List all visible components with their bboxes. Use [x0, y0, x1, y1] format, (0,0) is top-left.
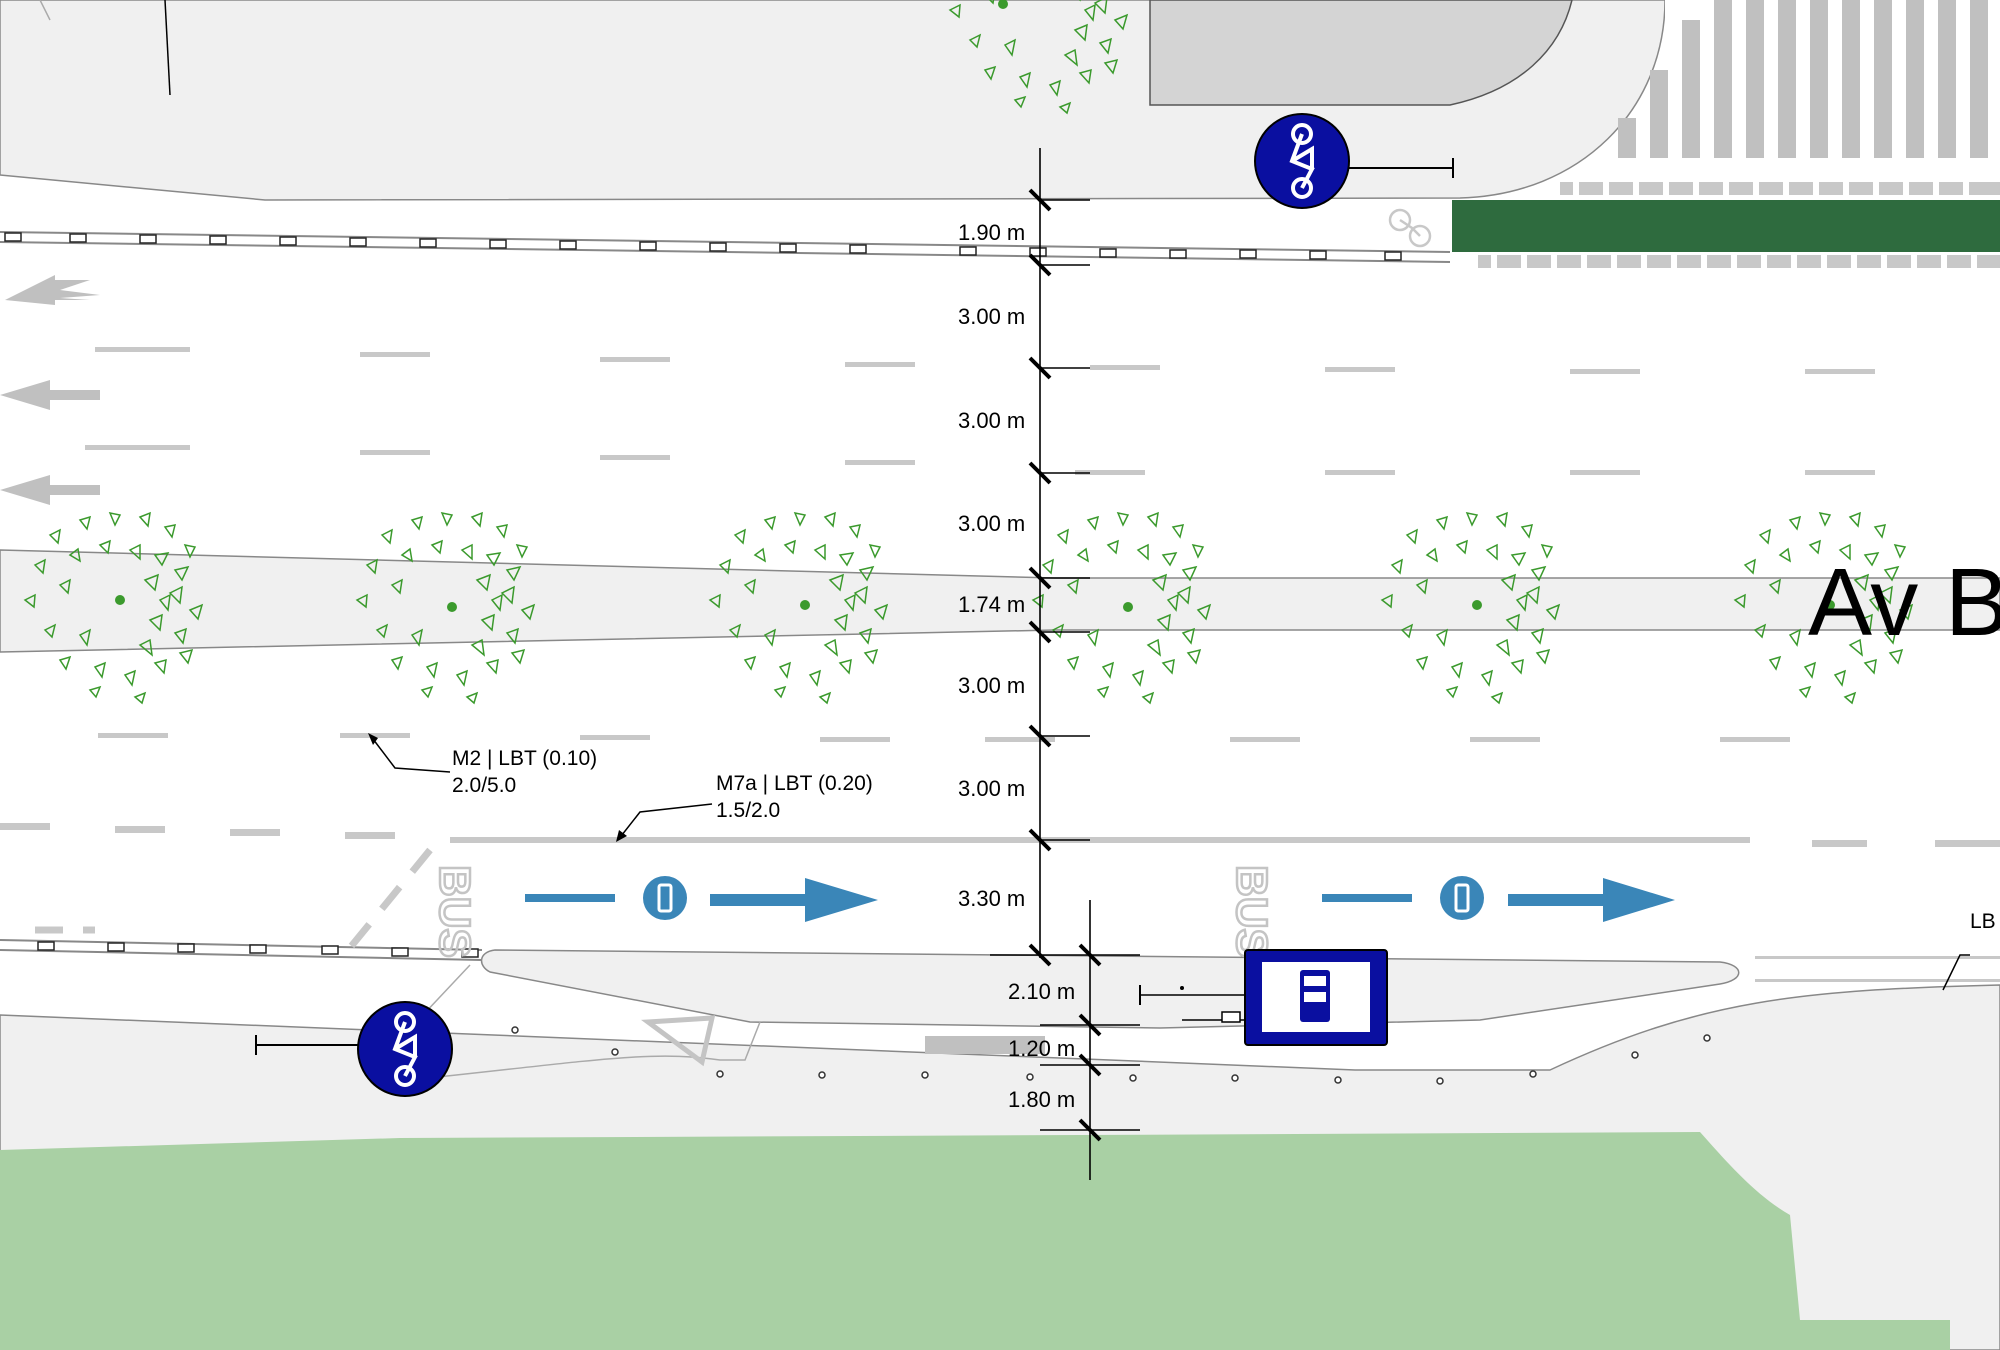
- stop-lines: [1478, 182, 2000, 268]
- dimension-label: 1.20 m: [1008, 1036, 1075, 1061]
- dimension-label: 1.90 m: [958, 220, 1025, 245]
- marking-label: LB: [1970, 910, 1996, 933]
- green-space: [0, 1132, 1950, 1350]
- bike-lane-green: [1452, 200, 2000, 252]
- leader-line: [1942, 954, 1970, 991]
- dimension-label: 2.10 m: [1008, 979, 1075, 1004]
- street-name: Av Be: [1808, 549, 2000, 656]
- dimension-label: 3.00 m: [958, 673, 1025, 698]
- dimension-label: 3.00 m: [958, 304, 1025, 329]
- lane-markings: [0, 347, 2000, 982]
- pole: [164, 0, 171, 96]
- leader-line: [369, 734, 451, 773]
- marking-label: M7a | LBT (0.20): [716, 772, 873, 795]
- bus-lane-marking-2: BUS: [1226, 864, 1675, 959]
- yield-triangle: [641, 1015, 716, 1067]
- marking-label: M2 | LBT (0.10): [452, 747, 597, 770]
- south-curb: [0, 939, 483, 961]
- dimension-label: 1.74 m: [958, 592, 1025, 617]
- bus-lane-marking-1: BUS: [429, 864, 878, 959]
- bicycle-icon: [1388, 208, 1432, 248]
- dimension-label: 3.00 m: [958, 776, 1025, 801]
- dimension-label: 3.30 m: [958, 886, 1025, 911]
- building: [1149, 0, 1573, 106]
- marking-label: 2.0/5.0: [452, 774, 516, 797]
- arrow-icon: [0, 275, 100, 505]
- marking-label: 1.5/2.0: [716, 799, 780, 822]
- bollards: [511, 1026, 1711, 1085]
- bus-stop-sign-icon: [1139, 949, 1388, 1046]
- svg-text:BUS: BUS: [430, 865, 479, 958]
- dimension-chain: [990, 148, 1140, 1180]
- crosswalk: [1618, 0, 1988, 158]
- dimension-ticks: [1028, 188, 1102, 1142]
- bus-icon: [1300, 970, 1330, 1022]
- bus-stop-island: [480, 949, 1740, 1029]
- svg-text:BUS: BUS: [1227, 865, 1276, 958]
- bicycle-sign-icon: [1253, 112, 1454, 210]
- north-curb: [0, 231, 1451, 263]
- bicycle-sign-icon: [255, 1000, 454, 1098]
- leader-line: [617, 803, 713, 841]
- dimension-label: 1.80 m: [1008, 1087, 1075, 1112]
- bench: [925, 1036, 1045, 1054]
- pole: [39, 0, 51, 21]
- dimension-label: 3.00 m: [958, 408, 1025, 433]
- dimension-label: 3.00 m: [958, 511, 1025, 536]
